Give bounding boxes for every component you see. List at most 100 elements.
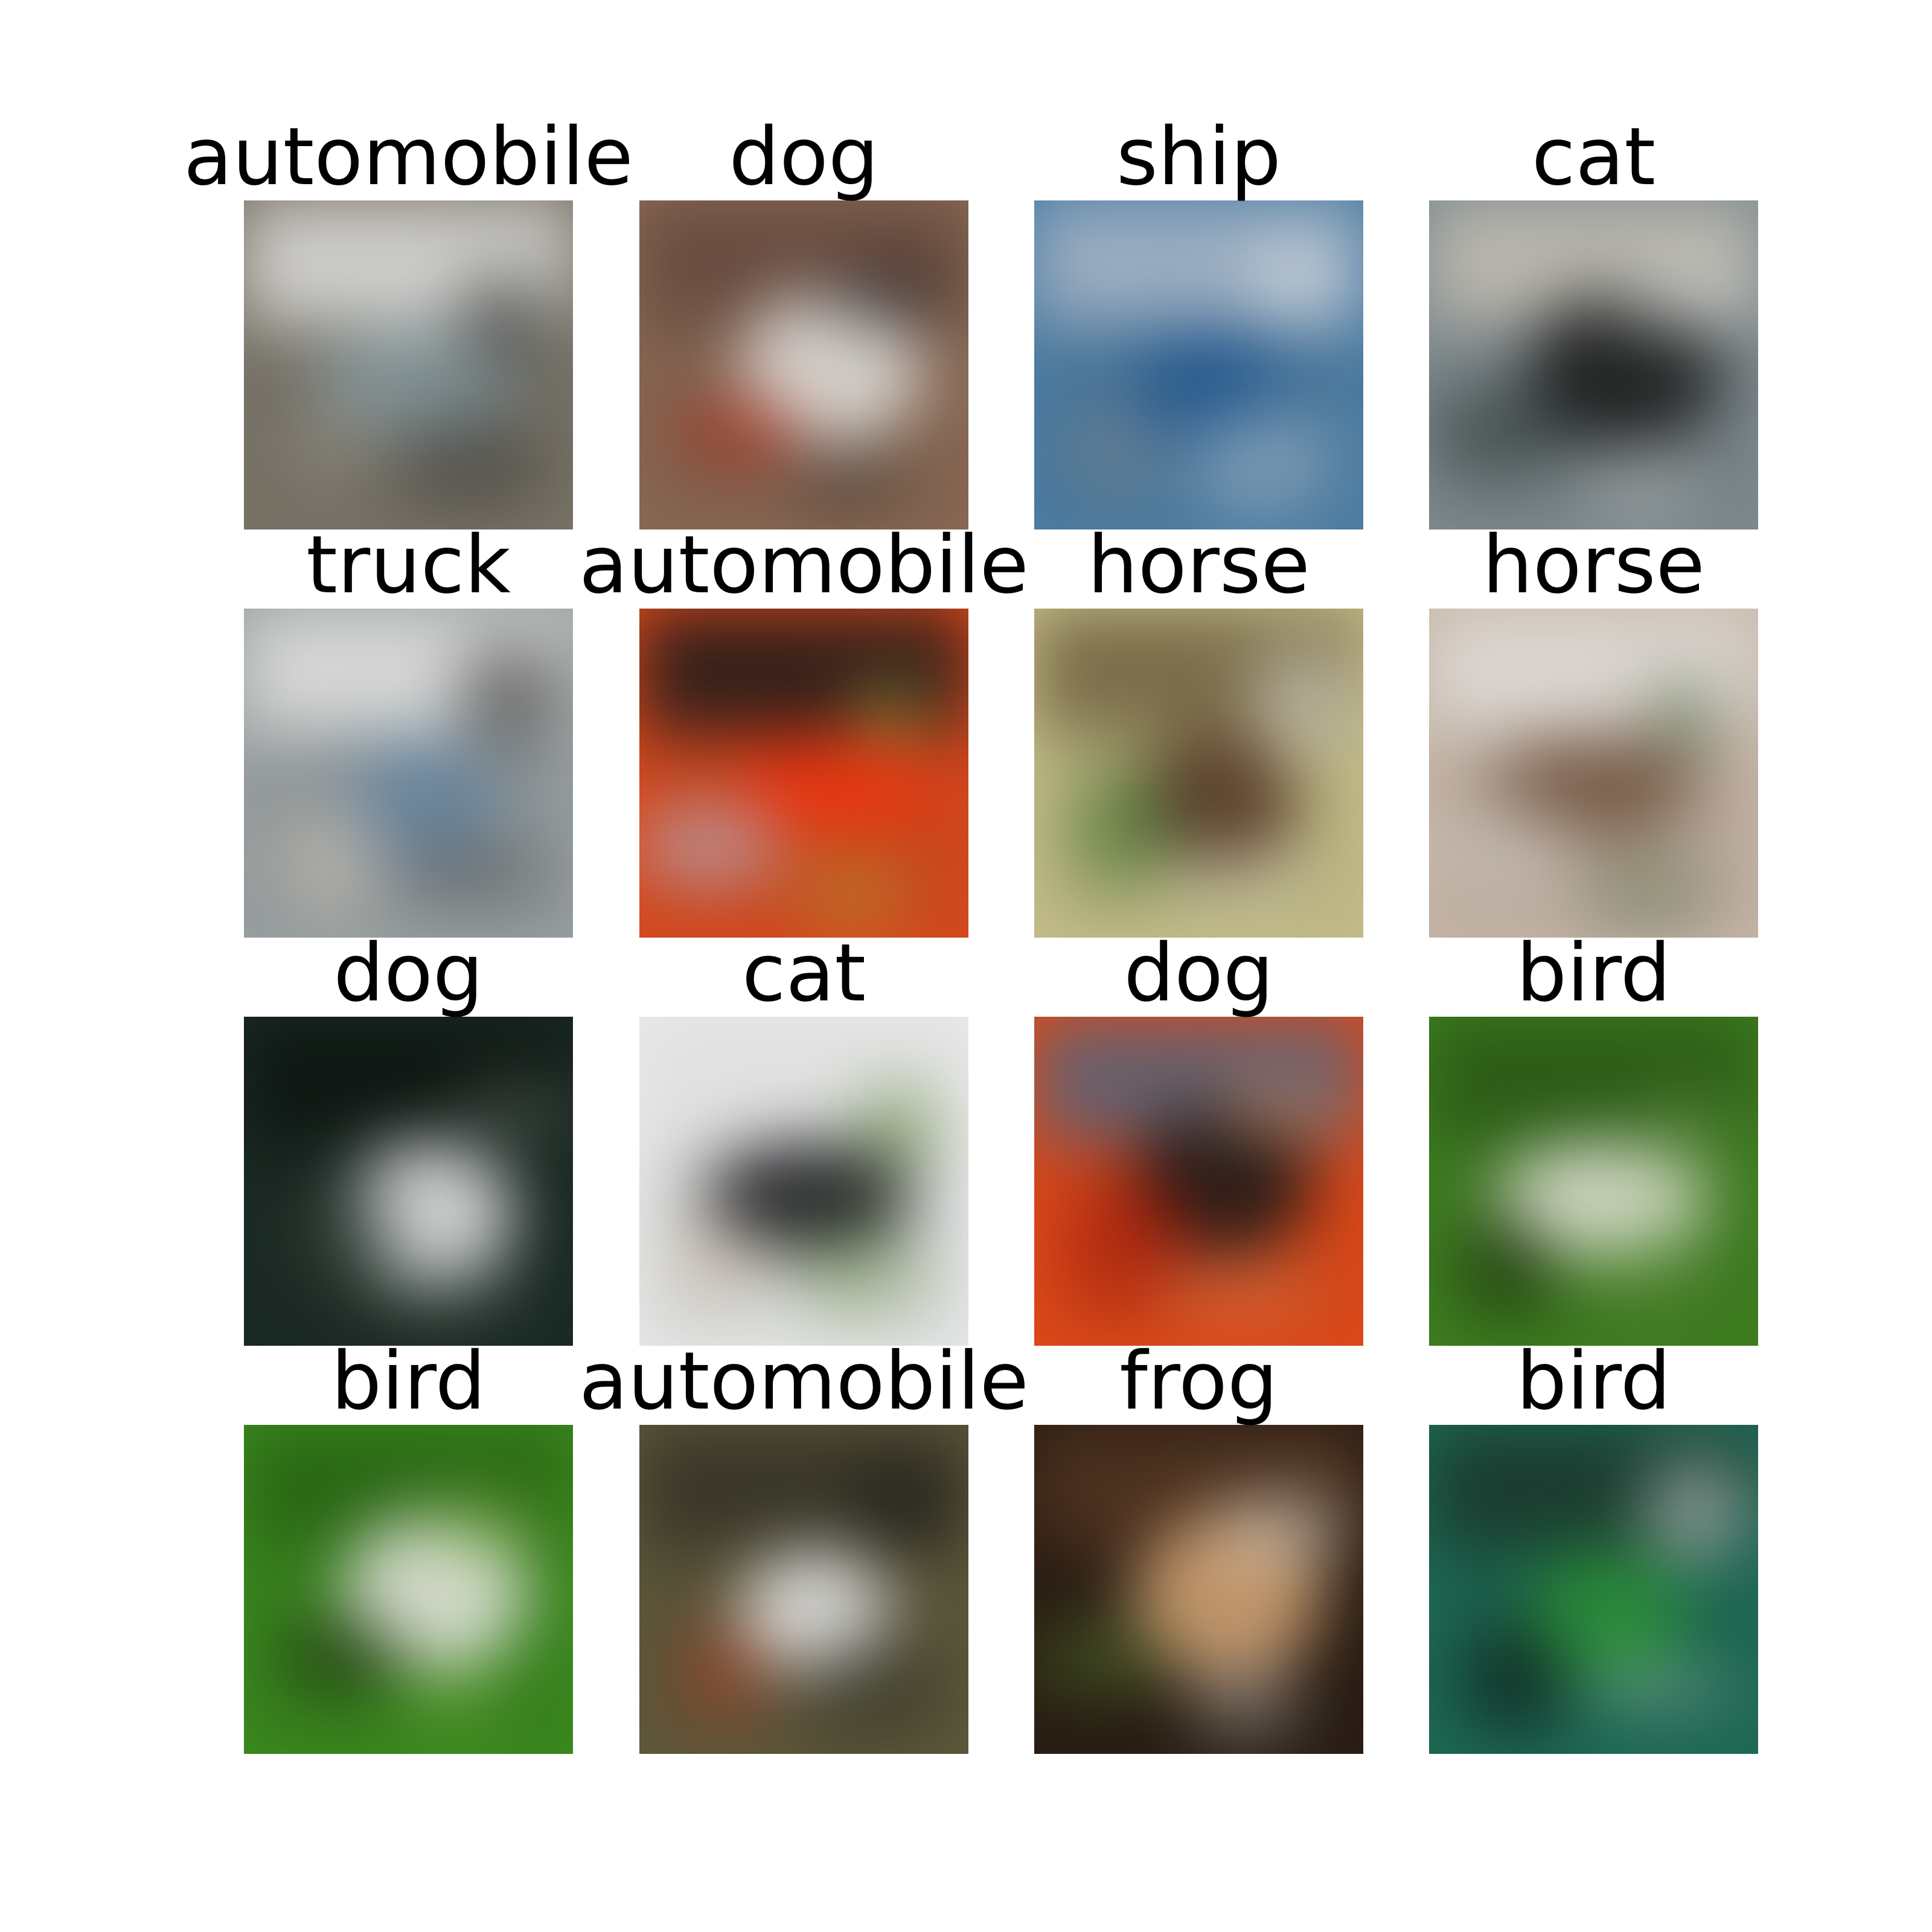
thumbnail-blob bbox=[639, 802, 781, 889]
thumbnail-blob bbox=[1643, 1457, 1748, 1563]
thumbnail-blob bbox=[738, 734, 936, 833]
thumbnail-blob bbox=[853, 1086, 939, 1172]
image-thumbnail bbox=[1034, 200, 1363, 529]
thumbnail-blob bbox=[1580, 848, 1712, 938]
thumbnail-blob bbox=[1580, 1220, 1726, 1326]
image-thumbnail bbox=[244, 200, 573, 529]
thumbnail-blob bbox=[672, 394, 804, 467]
thumbnail-blob bbox=[1580, 1665, 1739, 1712]
image-thumbnail bbox=[639, 200, 968, 529]
thumbnail-vignette bbox=[1034, 609, 1363, 938]
thumbnail-blob bbox=[458, 269, 550, 362]
thumbnail-blob bbox=[277, 394, 369, 500]
thumbnail-blob bbox=[342, 734, 501, 866]
image-thumbnail bbox=[244, 1425, 573, 1754]
thumbnail-vignette bbox=[244, 1425, 573, 1754]
thumbnail-vignette bbox=[1034, 1017, 1363, 1346]
thumbnail-art bbox=[244, 609, 573, 938]
thumbnail-blob bbox=[421, 1494, 554, 1553]
thumbnail-art bbox=[639, 609, 968, 938]
thumbnail-vignette bbox=[639, 1425, 968, 1754]
image-label: automobile bbox=[579, 519, 1029, 612]
thumbnail-blob bbox=[1462, 1619, 1567, 1738]
thumbnail-blob bbox=[790, 1220, 929, 1320]
image-thumbnail bbox=[1034, 1017, 1363, 1346]
thumbnail-vignette bbox=[244, 200, 573, 529]
thumbnail-art bbox=[244, 1017, 573, 1346]
thumbnail-blob bbox=[1212, 1086, 1337, 1139]
thumbnail-art bbox=[1429, 1425, 1758, 1754]
image-label: dog bbox=[1124, 927, 1274, 1020]
image-label: automobile bbox=[579, 1335, 1029, 1428]
thumbnail-blob bbox=[738, 1550, 890, 1675]
image-thumbnail bbox=[1034, 1425, 1363, 1754]
thumbnail-blob bbox=[1607, 269, 1745, 336]
image-label: bird bbox=[1516, 927, 1671, 1020]
thumbnail-blob bbox=[790, 848, 916, 935]
thumbnail-blob bbox=[1067, 394, 1166, 507]
thumbnail-blob bbox=[458, 1086, 573, 1132]
image-thumbnail bbox=[639, 1425, 968, 1754]
image-label: bird bbox=[1516, 1335, 1671, 1428]
image-label: cat bbox=[741, 927, 866, 1020]
thumbnail-blob bbox=[853, 677, 926, 750]
thumbnail-art bbox=[1034, 1425, 1363, 1754]
thumbnail-vignette bbox=[639, 609, 968, 938]
thumbnail-art bbox=[639, 200, 968, 529]
thumbnail-blob bbox=[1133, 325, 1285, 451]
thumbnail-blob bbox=[1248, 233, 1347, 332]
image-label: ship bbox=[1116, 110, 1281, 203]
thumbnail-art bbox=[1429, 609, 1758, 938]
image-thumbnail bbox=[1429, 609, 1758, 938]
thumbnail-vignette bbox=[1429, 609, 1758, 938]
image-label: bird bbox=[331, 1335, 486, 1428]
thumbnail-vignette bbox=[244, 1017, 573, 1346]
thumbnail-blob bbox=[1462, 1211, 1555, 1316]
thumbnail-blob bbox=[1067, 1174, 1192, 1313]
thumbnail-blob bbox=[277, 1174, 395, 1307]
thumbnail-art bbox=[639, 1425, 968, 1754]
image-label: truck bbox=[306, 519, 511, 612]
thumbnail-blob bbox=[395, 1665, 507, 1738]
thumbnail-blob bbox=[1185, 1665, 1304, 1744]
thumbnail-blob bbox=[306, 325, 524, 444]
image-thumbnail bbox=[244, 1017, 573, 1346]
image-label: horse bbox=[1482, 519, 1705, 612]
thumbnail-blob bbox=[1149, 1256, 1328, 1323]
thumbnail-blob bbox=[1429, 802, 1578, 895]
thumbnail-blob bbox=[458, 641, 563, 747]
thumbnail-blob bbox=[1491, 1142, 1709, 1261]
thumbnail-vignette bbox=[639, 200, 968, 529]
thumbnail-blob bbox=[395, 848, 554, 895]
image-thumbnail bbox=[244, 609, 573, 938]
image-label: dog bbox=[333, 927, 484, 1020]
thumbnail-blob bbox=[817, 269, 949, 329]
thumbnail-blob bbox=[1149, 848, 1314, 902]
thumbnail-blob bbox=[1067, 766, 1179, 892]
thumbnail-vignette bbox=[1034, 200, 1363, 529]
thumbnail-blob bbox=[853, 1457, 952, 1556]
thumbnail-blob bbox=[672, 1211, 758, 1310]
image-thumbnail bbox=[1429, 200, 1758, 529]
thumbnail-blob bbox=[395, 404, 540, 510]
thumbnail-art bbox=[244, 1425, 573, 1754]
thumbnail-blob bbox=[1429, 394, 1564, 474]
thumbnail-blob bbox=[702, 1142, 913, 1254]
thumbnail-blob bbox=[1527, 1550, 1686, 1682]
thumbnail-vignette bbox=[639, 1017, 968, 1346]
image-label: cat bbox=[1531, 110, 1656, 203]
thumbnail-blob bbox=[1185, 404, 1337, 517]
thumbnail-blob bbox=[1212, 1494, 1351, 1560]
thumbnail-art bbox=[1034, 1017, 1363, 1346]
image-thumbnail bbox=[1429, 1017, 1758, 1346]
thumbnail-vignette bbox=[1034, 1425, 1363, 1754]
image-thumbnail bbox=[639, 1017, 968, 1346]
thumbnail-art bbox=[1429, 200, 1758, 529]
thumbnail-art bbox=[244, 200, 573, 529]
thumbnail-blob bbox=[790, 440, 903, 513]
thumbnail-art bbox=[1034, 200, 1363, 529]
thumbnail-blob bbox=[1580, 440, 1699, 520]
thumbnail-blob bbox=[1643, 1086, 1735, 1179]
thumbnail-vignette bbox=[244, 609, 573, 938]
